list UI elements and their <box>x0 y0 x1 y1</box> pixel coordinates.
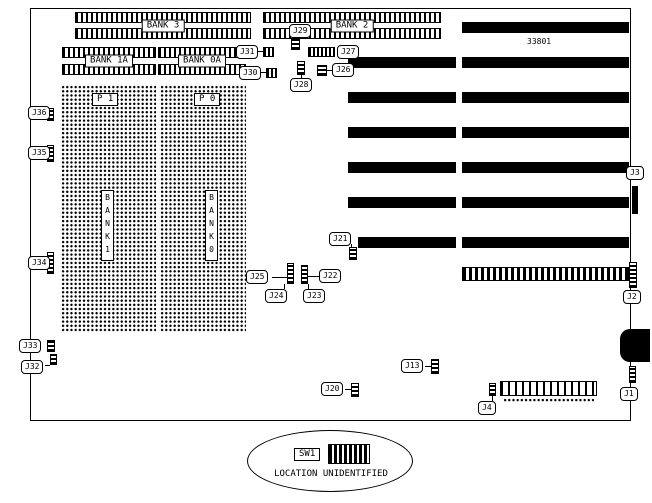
jumper-label-j35: J35 <box>28 146 51 160</box>
bottom-pad-row <box>503 398 594 403</box>
j33-connector <box>47 340 55 352</box>
jumper-label-j33: J33 <box>19 339 42 353</box>
part-number: 33801 <box>527 37 552 46</box>
memory-connector-hatched <box>462 267 629 281</box>
jumper-label-j27: J27 <box>337 45 360 59</box>
j21-connector <box>349 247 357 260</box>
expansion-slot-right-2 <box>462 57 629 68</box>
expansion-slot-right-7 <box>462 237 629 248</box>
location-callout: SW1 LOCATION UNIDENTIFIED <box>247 430 413 492</box>
j30-leader-line <box>261 72 266 73</box>
bottom-pin-header <box>500 381 597 396</box>
j20-leader-line <box>345 389 351 390</box>
expansion-slot-right-6 <box>462 197 629 208</box>
j13-leader-line <box>425 366 431 367</box>
sw1-label: SW1 <box>294 448 321 461</box>
j22-connector <box>301 265 308 284</box>
p1-label: P 1 <box>92 93 119 106</box>
expansion-slot-right-4 <box>462 127 629 138</box>
bank0a-label: BANK 0A <box>178 54 226 68</box>
j31-leader-line <box>258 51 263 52</box>
jumper-label-j31: J31 <box>236 45 259 59</box>
j4-connector <box>489 383 496 396</box>
j25-leader-line <box>272 277 287 278</box>
simm-socket-bank2: BANK 2 <box>263 12 441 39</box>
j26-connector <box>317 65 327 76</box>
jumper-label-j2: J2 <box>623 290 641 304</box>
dip-switch-sw1 <box>328 444 370 464</box>
bank1a-label: BANK 1A <box>85 54 133 68</box>
expansion-slot-left-1 <box>348 57 456 68</box>
j26-leader-line <box>327 70 332 71</box>
j13-connector <box>431 359 439 374</box>
expansion-slot-right-3 <box>462 92 629 103</box>
jumper-label-j4: J4 <box>478 401 496 415</box>
bank0-column-label: BANK0 <box>205 190 218 261</box>
simm-socket-bank0a: BANK 0A <box>158 47 246 75</box>
j21-leader-line <box>351 244 352 247</box>
expansion-slot-right-1 <box>462 22 629 33</box>
j4-leader-line <box>492 396 493 401</box>
expansion-slot-left-2 <box>348 92 456 103</box>
jumper-label-j25: J25 <box>246 270 269 284</box>
board-outline <box>30 8 631 421</box>
j25-connector <box>287 263 294 284</box>
j32-connector <box>50 354 57 365</box>
j2-connector <box>629 262 637 288</box>
j23-leader-line <box>308 284 309 289</box>
simm-socket-bank3: BANK 3 <box>75 12 251 39</box>
j3-connector <box>632 186 638 214</box>
jumper-label-j20: J20 <box>321 382 344 396</box>
bank3-label: BANK 3 <box>141 19 185 32</box>
jumper-label-j34: J34 <box>28 256 51 270</box>
expansion-slot-left-6 <box>358 237 456 248</box>
jumper-label-j22: J22 <box>319 269 342 283</box>
j1-connector <box>629 366 636 383</box>
expansion-slot-left-4 <box>348 162 456 173</box>
j24-leader-line <box>284 284 285 289</box>
jumper-label-j13: J13 <box>401 359 424 373</box>
j27-connector <box>308 47 335 57</box>
j32-leader-line <box>45 365 50 366</box>
j29-connector <box>291 39 300 50</box>
j28-leader-line <box>301 75 302 78</box>
bank1-column-label: BANK1 <box>101 190 114 261</box>
simm-socket-bank1a: BANK 1A <box>62 47 156 75</box>
jumper-label-j24: J24 <box>265 289 288 303</box>
keyboard-connector <box>620 329 650 362</box>
jumper-label-j28: J28 <box>290 78 313 92</box>
jumper-label-j1: J1 <box>620 387 638 401</box>
jumper-label-j23: J23 <box>303 289 326 303</box>
j22-leader-line <box>308 276 319 277</box>
j30-connector <box>266 68 277 78</box>
p0-label: P 0 <box>194 93 221 106</box>
bank2-label: BANK 2 <box>330 19 374 32</box>
j20-connector <box>351 383 359 397</box>
jumper-label-j21: J21 <box>329 232 352 246</box>
jumper-label-j3: J3 <box>626 166 644 180</box>
pin-grid-p1: P 1 BANK1 <box>60 84 156 332</box>
j31-connector <box>263 47 274 57</box>
callout-note: LOCATION UNIDENTIFIED <box>274 469 388 479</box>
expansion-slot-right-5 <box>462 162 629 173</box>
jumper-label-j32: J32 <box>21 360 44 374</box>
expansion-slot-left-5 <box>348 197 456 208</box>
expansion-slot-left-3 <box>348 127 456 138</box>
jumper-label-j30: J30 <box>239 66 262 80</box>
pin-grid-p0: P 0 BANK0 <box>159 84 246 332</box>
jumper-label-j26: J26 <box>332 63 355 77</box>
jumper-label-j29: J29 <box>289 24 312 38</box>
jumper-label-j36: J36 <box>28 106 51 120</box>
j28-connector <box>297 61 305 75</box>
